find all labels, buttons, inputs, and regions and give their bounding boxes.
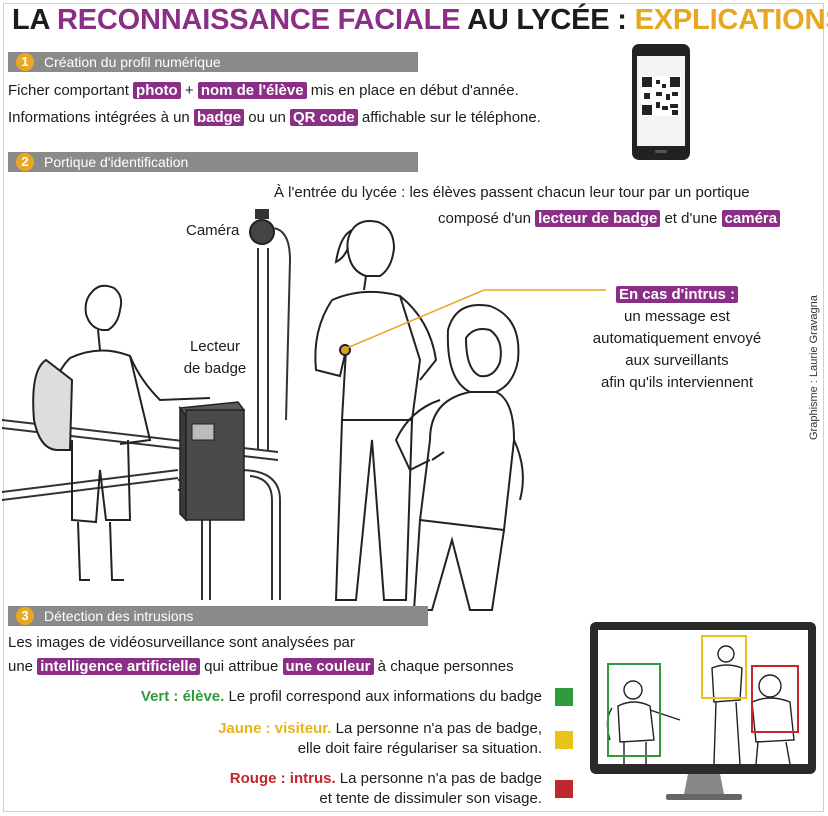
red-detection-box — [751, 665, 799, 733]
phone-qr-icon — [632, 44, 690, 160]
text-span: + — [180, 82, 198, 99]
yellow-detection-box — [701, 635, 747, 699]
text-span: affichable sur le téléphone. — [357, 109, 541, 126]
legend-yellow-text-2: elle doit faire régulariser sa situation… — [297, 740, 542, 757]
section-3-label: Détection des intrusions — [44, 608, 194, 624]
highlight-camera: caméra — [721, 210, 781, 227]
camera-label: Caméra — [186, 222, 240, 239]
section-1-header: 1 Création du profil numérique — [8, 52, 418, 72]
legend-yellow-swatch — [555, 731, 573, 749]
section-3-line-1: Les images de vidéosurveillance sont ana… — [8, 634, 355, 651]
text-span: à chaque personnes — [373, 658, 514, 675]
green-detection-box — [607, 663, 661, 757]
text-span: et d'une — [660, 210, 722, 227]
section-1-number: 1 — [16, 53, 34, 71]
highlight-intruder: En cas d'intrus : — [615, 286, 739, 303]
intruder-heading: En cas d'intrus : — [572, 284, 782, 306]
callout-line — [346, 289, 606, 349]
title-part-4: EXPLICATIONS — [634, 4, 828, 36]
section-2-header: 2 Portique d'identification — [8, 152, 418, 172]
section-3-line-2: une intelligence artificielle qui attrib… — [8, 656, 514, 678]
legend-red-text-2: et tente de dissimuler son visage. — [319, 790, 542, 807]
badge-reader-box — [178, 401, 246, 522]
hooded-intruder-figure — [394, 304, 524, 611]
legend-red-text-1: La personne n'a pas de badge — [335, 770, 542, 787]
text-span: qui attribue — [199, 658, 283, 675]
intruder-line-1: un message est — [624, 308, 730, 325]
student-girl-figure — [314, 220, 438, 601]
credit-text: Graphisme : Laurie Gravagna — [808, 295, 820, 440]
section-2-number: 2 — [16, 153, 34, 171]
legend-green-swatch — [555, 688, 573, 706]
highlight-badge: badge — [193, 109, 245, 126]
reader-label-1: Lecteur — [189, 338, 241, 355]
section-1-line-2: Informations intégrées à un badge ou un … — [8, 107, 541, 129]
legend-red-row: Rouge : intrus. La personne n'a pas de b… — [230, 768, 542, 790]
legend-yellow-row: Jaune : visiteur. La personne n'a pas de… — [218, 718, 542, 740]
text-span: mis en place en début d'année. — [306, 82, 519, 99]
highlight-ai: intelligence artificielle — [37, 658, 200, 675]
title-part-1: LA — [12, 4, 58, 36]
intruder-line-4: afin qu'ils interviennent — [600, 374, 754, 391]
highlight-student-name: nom de l'élève — [197, 82, 307, 99]
legend-green-row: Vert : élève. Le profil correspond aux i… — [141, 686, 542, 708]
section-3-header: 3 Détection des intrusions — [8, 606, 428, 626]
title-part-2: RECONNAISSANCE FACIALE — [57, 4, 461, 36]
section-2-intro-2: composé d'un lecteur de badge et d'une c… — [438, 208, 781, 230]
section-2-intro-1: À l'entrée du lycée : les élèves passent… — [274, 184, 750, 201]
intruder-line-2: automatiquement envoyé — [592, 330, 762, 347]
highlight-badge-reader: lecteur de badge — [535, 210, 661, 227]
text-span: Informations intégrées à un — [8, 109, 194, 126]
section-1-label: Création du profil numérique — [44, 54, 221, 70]
legend-red-swatch — [555, 780, 573, 798]
page-title: LA RECONNAISSANCE FACIALE AU LYCÉE : EXP… — [12, 2, 828, 38]
legend-yellow-text-1: La personne n'a pas de badge, — [331, 720, 542, 737]
legend-red-label: Rouge : intrus. — [229, 770, 336, 787]
section-3-number: 3 — [16, 607, 34, 625]
text-span: composé d'un — [438, 210, 536, 227]
title-part-3: AU LYCÉE : — [460, 4, 635, 36]
highlight-color: une couleur — [282, 658, 374, 675]
surveillance-monitor — [590, 622, 816, 800]
page-frame — [3, 3, 824, 812]
text-span: Ficher comportant — [8, 82, 134, 99]
highlight-photo: photo — [133, 82, 181, 99]
student-boy-figure — [32, 284, 211, 581]
reader-label-2: de badge — [183, 360, 247, 377]
intruder-line-3: aux surveillants — [625, 352, 729, 369]
text-span: une — [8, 658, 38, 675]
camera-pole — [249, 209, 292, 450]
section-2-label: Portique d'identification — [44, 154, 189, 170]
text-span: ou un — [244, 109, 291, 126]
section-1-line-1: Ficher comportant photo + nom de l'élève… — [8, 80, 519, 102]
legend-green-label: Vert : élève. — [140, 688, 225, 705]
legend-yellow-label: Jaune : visiteur. — [218, 720, 332, 737]
legend-green-text: Le profil correspond aux informations du… — [224, 688, 542, 705]
highlight-qr-code: QR code — [290, 109, 358, 126]
